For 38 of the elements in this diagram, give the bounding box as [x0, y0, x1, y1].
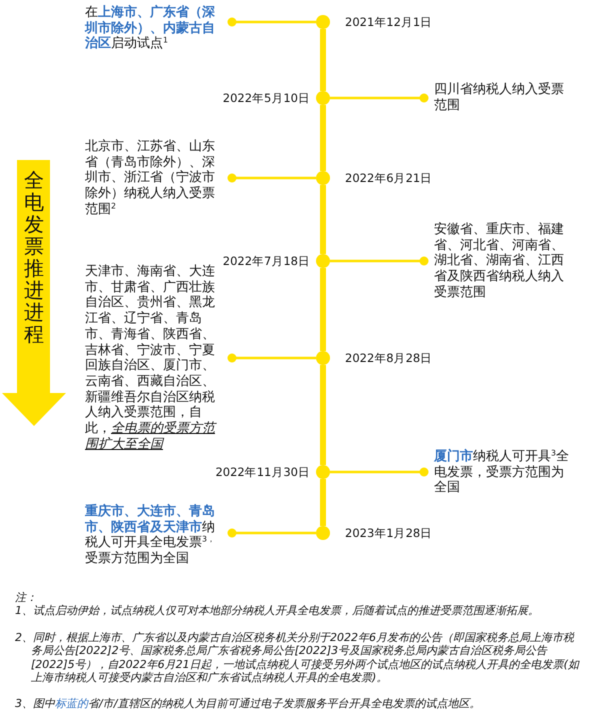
- timeline-line: [320, 268, 326, 351]
- event-text: 安徽省、重庆市、福建省、河北省、河南省、湖北省、湖南省、江西省及陕西省纳税人纳入受票范围: [424, 222, 571, 301]
- branch-line: [228, 354, 316, 362]
- branch-line: [330, 94, 428, 102]
- date-label: 2021年12月1日: [345, 15, 432, 29]
- event-text: 重庆市、大连市、青岛市、陕西省及天津市纳税人可开具全电发票$^{3，}$受票方范围为全国: [85, 504, 232, 567]
- date-label: 2022年5月10日: [222, 91, 310, 105]
- timeline-line: [320, 479, 326, 526]
- footnote: 1、试点启动伊始，试点纳税人仅可对本地部分纳税人开具全电发票，后随着试点的推进受票范围逐渐拓展。: [15, 604, 540, 618]
- timeline-dot: [316, 171, 330, 185]
- date-label: 2023年1月28日: [345, 526, 432, 540]
- footnote: 2、同时，根据上海市、广东省以及内蒙古自治区税务机关分别于2022年6月发布的公告（即国家税务总局上海市税务局公告[2022]2号、国家税务总局广东省税务局公告[2022]3号及国家税务总局内蒙古自治区税务局公告[2022]5号），自2022年6月21日起，一地试点纳税人可接受另外两个试点地区的试点纳税人开具的全电发票(如上海市纳税人可接受内蒙古自治区和广东省试点纳税人开具的全电发票)。: [15, 630, 579, 684]
- timeline-dot: [316, 465, 330, 479]
- timeline-dot: [316, 526, 330, 540]
- branch-line: [330, 468, 428, 476]
- event-text: 北京市、江苏省、山东省（青岛市除外）、深圳市、浙江省（宁波市除外）纳税人纳入受票范围$^{2}$: [85, 139, 232, 218]
- branch-line: [228, 528, 316, 538]
- timeline-dot: [316, 254, 330, 268]
- arrow-label: 全电发票推进进程: [24, 169, 44, 345]
- branch-line: [228, 174, 316, 182]
- event-text: 在上海市、广东省（深圳市除外）、内蒙古自治区启动试点$^{1}$: [85, 5, 232, 52]
- timeline-line: [320, 185, 326, 254]
- timeline-dot: [316, 15, 330, 29]
- timeline-line: [320, 365, 326, 465]
- branch-line: [228, 18, 316, 26]
- date-label: 2022年11月30日: [215, 465, 310, 479]
- down-arrow: [2, 160, 66, 426]
- date-label: 2022年6月21日: [345, 171, 432, 185]
- branch-line: [330, 256, 428, 266]
- timeline-dot: [316, 91, 330, 105]
- footnote: 3、图中标蓝的省/市/直辖区的纳税人为目前可通过电子发票服务平台开具全电发票的试点地区。: [15, 697, 482, 711]
- date-label: 2022年8月28日: [345, 351, 432, 365]
- timeline-line: [320, 29, 326, 91]
- event-text: 厦门市纳税人可开具$^{3}$全电发票，受票方范围为全国: [424, 449, 571, 496]
- timeline-line: [320, 105, 326, 171]
- note-heading: 注：: [15, 591, 38, 604]
- timeline-dot: [316, 351, 330, 365]
- event-text: 四川省纳税人纳入受票范围: [424, 82, 571, 114]
